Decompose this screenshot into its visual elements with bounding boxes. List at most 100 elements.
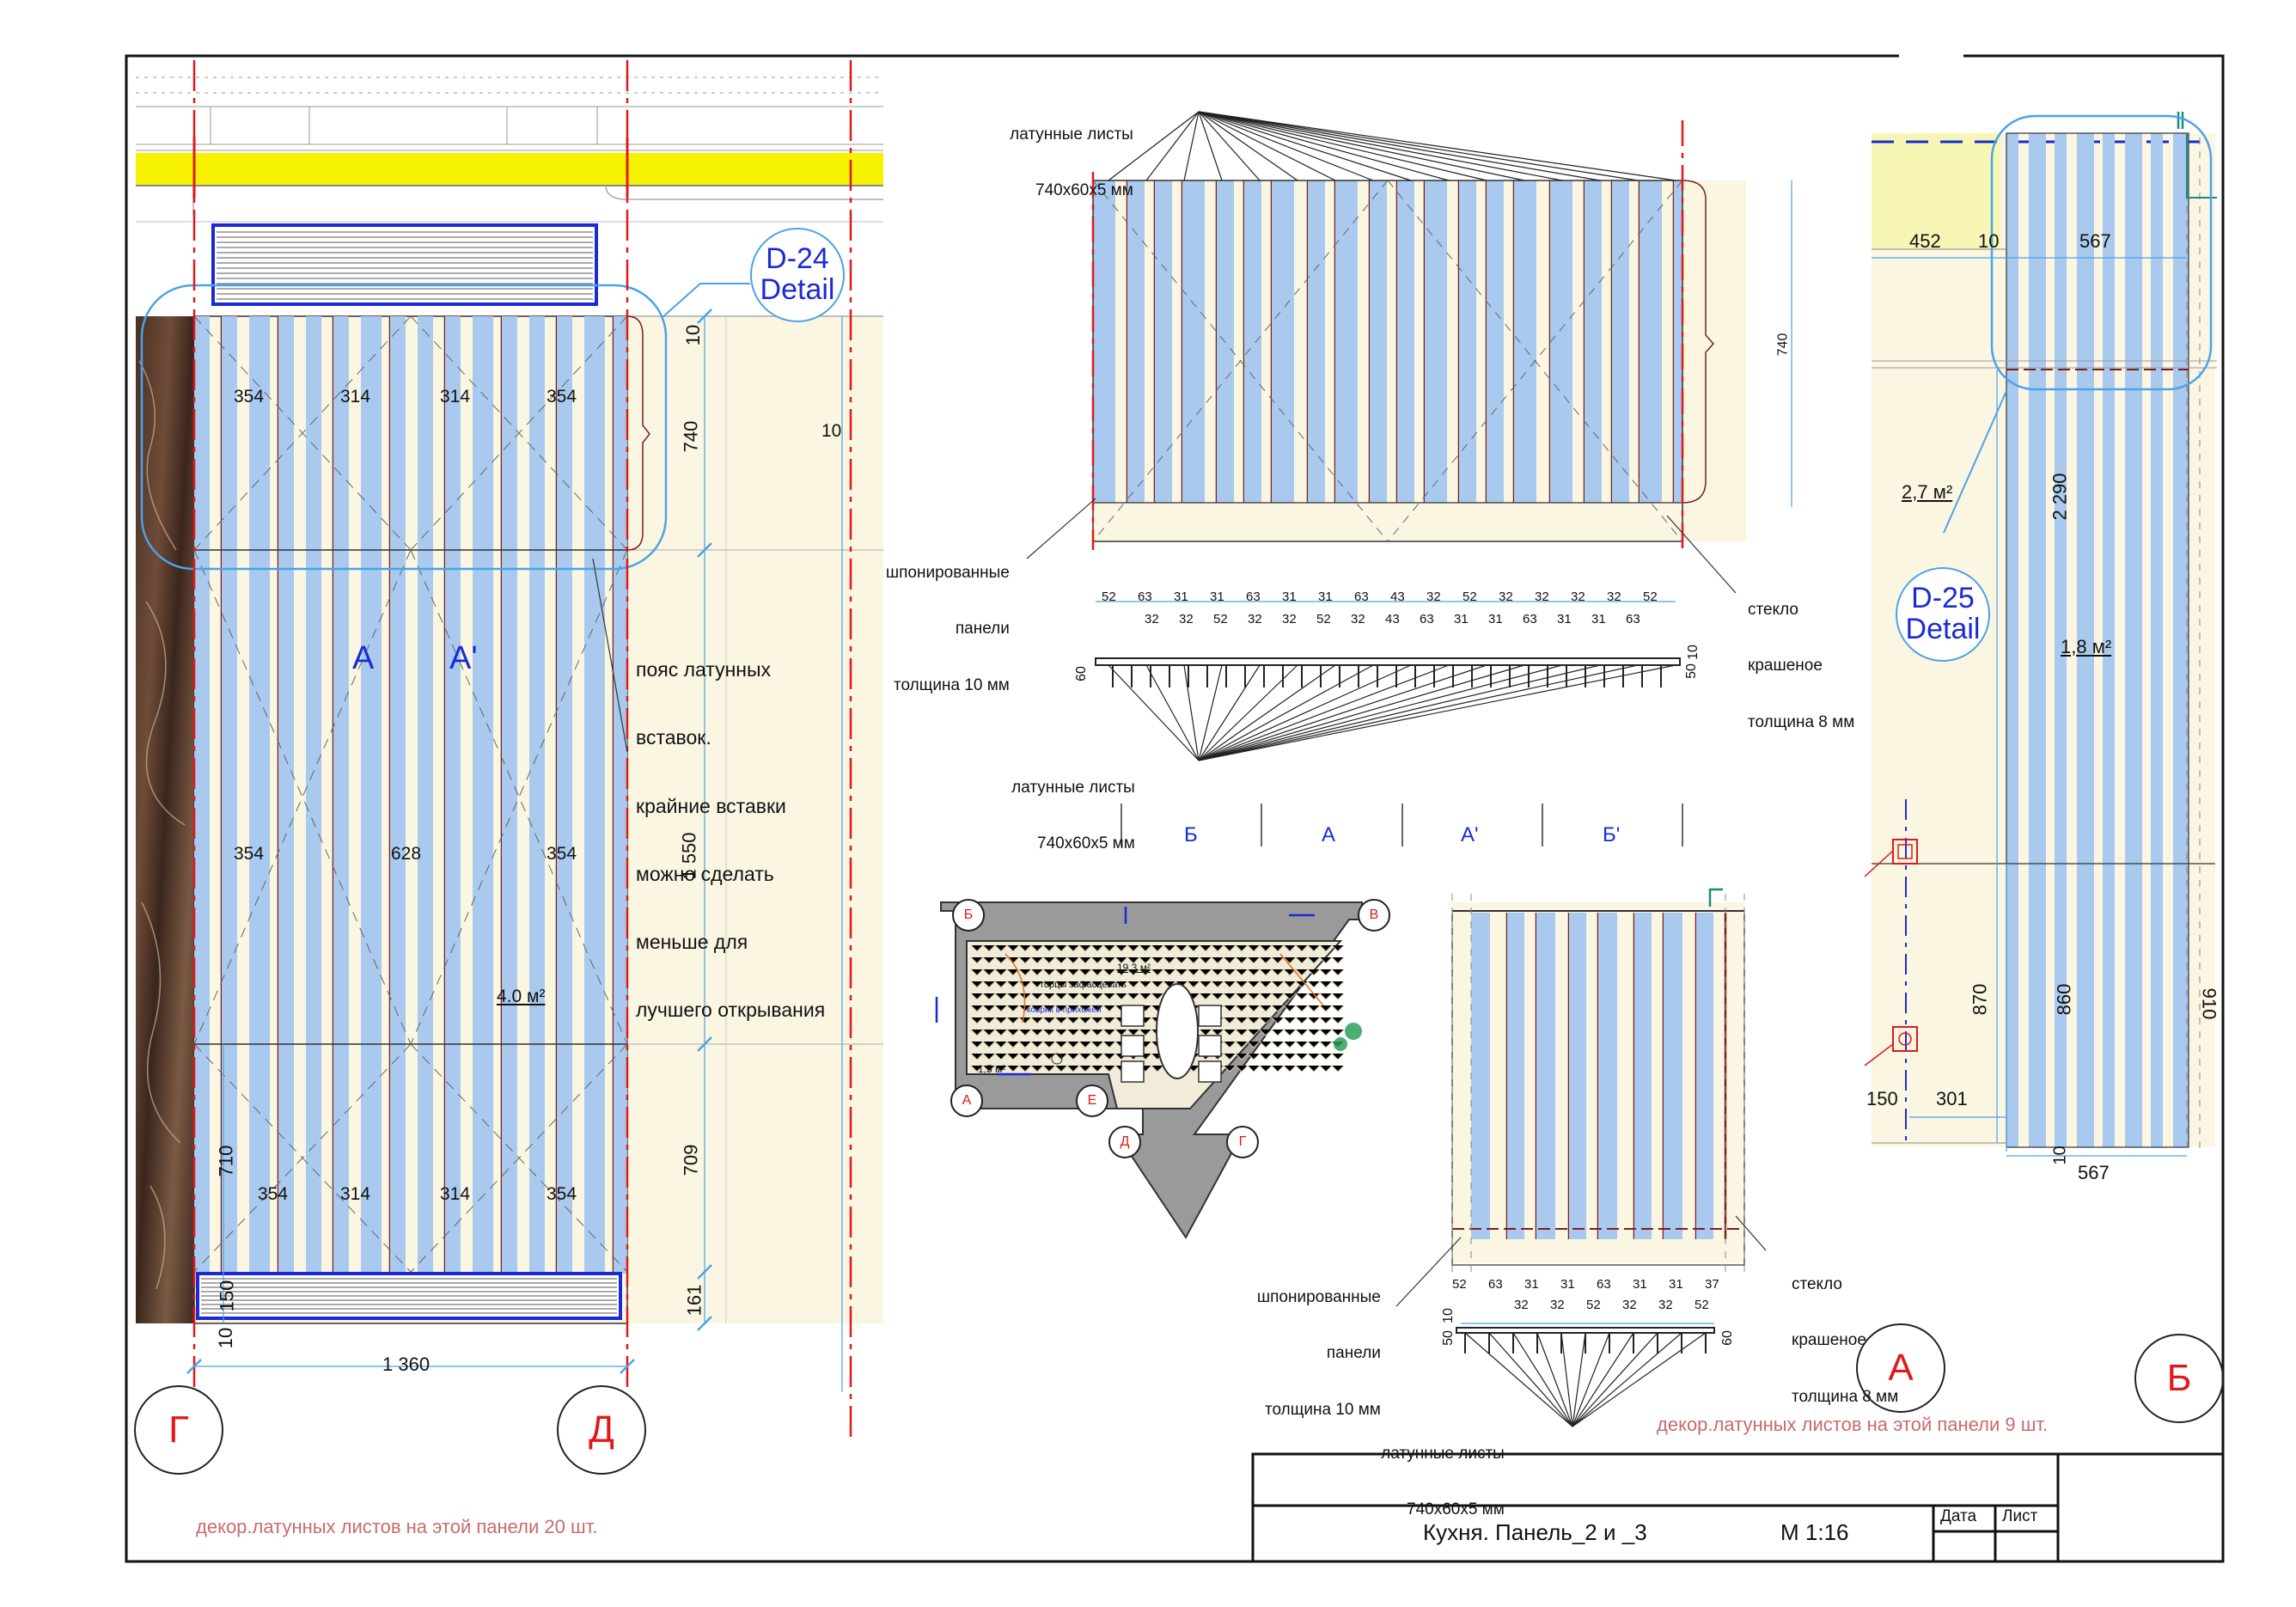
left-panel-stripe: [614, 316, 627, 1274]
left-panel-stripe: [557, 316, 572, 1274]
note-line-4: можно сделать: [636, 862, 774, 885]
detail-ref-d25[interactable]: D-25 Detail: [1896, 567, 1990, 662]
rp-area-top: 2,7 м²: [1902, 481, 1953, 503]
top-center-stripe: [1093, 180, 1115, 503]
top-center-elevation: [1026, 111, 1792, 846]
sheet-frame: [125, 54, 2225, 1563]
leader-line: [1198, 664, 1336, 761]
left-panel-stripe: [306, 316, 321, 1274]
detail-d25-word: Detail: [1905, 613, 1981, 645]
brass-bottom-line-1: латунные листы: [1011, 778, 1135, 797]
leader-line: [1198, 111, 1676, 181]
label-veneer-top: шпонированные панели толщина 10 мм: [885, 526, 1010, 713]
dim-top-1: 354: [234, 387, 265, 406]
bottom-center-stripe: [1696, 913, 1713, 1239]
left-panel-stripe: [418, 316, 433, 1274]
d25-highlight: [1990, 114, 2213, 391]
left-panel-stripe: [445, 316, 461, 1274]
rp-vdim-860: 860: [2053, 983, 2075, 1016]
right-panel-stripe: [2151, 133, 2163, 1147]
rp-dim-150: 150: [1866, 1088, 1898, 1109]
label-brass-bc: латунные листы 740х60х5 мм: [1377, 1407, 1505, 1538]
leader-line: [1572, 1332, 1682, 1427]
dim-label: 63: [1523, 612, 1537, 626]
leader-line: [1198, 664, 1450, 761]
label-glass-top: стекло крашеное толщина 8 мм: [1748, 563, 1854, 750]
dim-label: 63: [1354, 590, 1369, 604]
vdim-150: 150: [216, 1280, 238, 1312]
leader-line: [1488, 1332, 1573, 1427]
top-grille: [211, 223, 598, 306]
footer-note-bc: декор.латунных листов на этой панели 9 ш…: [1657, 1414, 2049, 1435]
dim-label: 31: [1488, 612, 1503, 626]
veneer-top-line-3: толщина 10 мм: [894, 675, 1010, 694]
leader-line: [1198, 664, 1298, 761]
dim-label: 31: [1591, 612, 1606, 626]
dim-label: 32: [1550, 1298, 1565, 1312]
dim-label: 52: [1102, 590, 1116, 604]
rp-dim-10: 10: [1978, 230, 2000, 252]
top-center-stripe: [1612, 180, 1629, 503]
dim-label: 43: [1390, 590, 1405, 604]
dim-label: 52: [1643, 590, 1658, 604]
label-brass-bottom: латунные листы 740х60х5 мм: [1007, 741, 1135, 872]
right-panel-stripe: [2055, 133, 2067, 1147]
vdim-740: 740: [680, 420, 702, 453]
dim-top-4: 354: [547, 387, 577, 406]
dim-top-3: 314: [440, 387, 471, 406]
top-center-stripe: [1370, 180, 1387, 503]
bottom-center-stripe: [1598, 913, 1617, 1239]
marble-strip: [136, 316, 194, 1323]
dim-label: 31: [1210, 590, 1224, 604]
left-panel-stripe: [390, 316, 406, 1274]
label-veneer-bc: шпонированные панели толщина 10 мм: [1256, 1250, 1381, 1438]
leader-line: [1572, 1332, 1634, 1427]
top-center-stripe: [1217, 180, 1234, 503]
right-panel-stripe: [2103, 133, 2115, 1147]
veneer-top-line-1: шпонированные: [885, 563, 1010, 582]
dim-bot-3: 314: [440, 1184, 471, 1204]
leader-line: [1560, 1332, 1573, 1427]
dim-label: 63: [1138, 590, 1152, 604]
vdim-740-tc: 740: [1775, 333, 1791, 357]
leader-line: [1198, 664, 1676, 761]
dim-label: 32: [1514, 1298, 1529, 1312]
leader-line: [1572, 1332, 1707, 1427]
veneer-bc-line-3: толщина 10 мм: [1265, 1400, 1381, 1419]
top-center-stripe: [1244, 180, 1261, 503]
leader-line: [1198, 664, 1223, 761]
leader-line: [1198, 111, 1261, 181]
width-dim-1360: 1 360: [382, 1353, 430, 1375]
glass-top-line-2: крашеное: [1748, 657, 1823, 675]
axis-g-label: Г: [168, 1408, 189, 1451]
drawing-scale: М 1:16: [1780, 1519, 1849, 1545]
leader-line: [1145, 664, 1200, 761]
top-center-stripe: [1127, 180, 1145, 503]
dim-label: 52: [1695, 1298, 1709, 1312]
dim-bot-1: 354: [258, 1184, 289, 1204]
brass-bc-line-1: латунные листы: [1381, 1444, 1505, 1463]
top-center-stripe: [1585, 180, 1602, 503]
dim-label: 52: [1213, 612, 1228, 626]
top-center-stripe: [1487, 180, 1504, 503]
dim-label: 31: [1282, 590, 1297, 604]
rp-vdim-870: 870: [1969, 983, 1991, 1016]
bottom-center-stripe: [1664, 913, 1682, 1239]
rp-area-main: 1,8 м²: [2061, 636, 2112, 657]
zone-label-a: A: [352, 640, 375, 676]
dim-label: 63: [1626, 612, 1640, 626]
plan-axis-a-label: А: [962, 1093, 972, 1108]
axis-marker-b: Б: [2134, 1334, 2224, 1423]
detail-ref-d24[interactable]: D-24 Detail: [750, 228, 845, 322]
leader-line: [1198, 111, 1336, 181]
right-panel-stripe: [2006, 133, 2018, 1147]
leader-line: [1198, 111, 1563, 181]
leader-line: [1464, 1332, 1573, 1427]
top-center-stripe: [1397, 180, 1414, 503]
plan-axis-d: Д: [1108, 1126, 1141, 1158]
dim-mid-2: 628: [391, 844, 422, 864]
right-panel-stripe: [2029, 133, 2046, 1147]
dim-label: 31: [1454, 612, 1469, 626]
top-center-stripe: [1425, 180, 1447, 503]
